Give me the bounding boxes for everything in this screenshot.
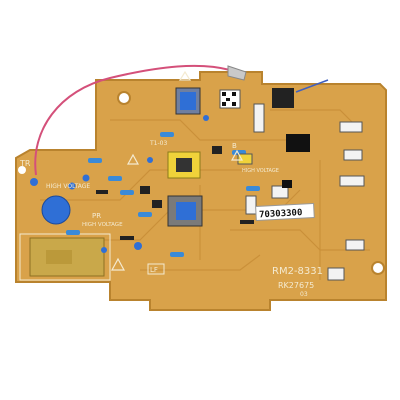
ceramic-capacitor: [101, 247, 107, 253]
ceramic-capacitor: [147, 157, 153, 163]
wire-lug: [227, 65, 247, 81]
black-connector: [282, 180, 292, 188]
transistor: [140, 186, 150, 194]
warning-triangles: [110, 70, 244, 271]
resistor: [160, 132, 174, 137]
label-high-voltage-2: HIGH VOLTAGE: [82, 222, 123, 228]
serial-sticker: 70303300: [255, 202, 315, 222]
ceramic-capacitor: [82, 174, 90, 182]
connector: [343, 149, 363, 161]
black-connector: [286, 134, 310, 152]
qr-cell: [222, 92, 226, 96]
revision-code: RK27675: [278, 281, 314, 290]
pcb-board: [15, 71, 387, 311]
blue-disc-capacitor: [41, 195, 71, 225]
transformer-top-core: [180, 92, 196, 110]
small-chip: [237, 153, 253, 165]
connector: [345, 239, 365, 251]
connector: [339, 121, 363, 133]
diode: [240, 220, 254, 224]
resistors: [66, 132, 260, 257]
label-tr: TR: [19, 159, 31, 168]
transistor: [152, 200, 162, 208]
label-high-voltage-1: HIGH VOLTAGE: [46, 183, 90, 190]
silk-frame: [19, 233, 111, 281]
resistor: [120, 190, 134, 195]
relay-black: [272, 88, 294, 108]
mounting-hole: [117, 91, 131, 105]
red-wire: [34, 64, 231, 176]
qr-cell: [226, 98, 230, 101]
revision-suffix: 03: [300, 291, 308, 298]
sticker-serial: 70303300: [259, 208, 303, 220]
semiconductors: [96, 146, 254, 240]
resistor: [66, 230, 80, 235]
ceramic-capacitor: [68, 182, 76, 190]
diode: [96, 190, 108, 194]
sticker-background: [255, 202, 315, 222]
part-number: RM2-8331: [272, 266, 323, 277]
lf-box: [147, 263, 165, 275]
ceramic-capacitor: [134, 242, 142, 250]
label-pr: PR: [92, 212, 101, 220]
connector: [339, 175, 365, 187]
solder-blob: [46, 250, 72, 264]
connector: [271, 185, 289, 199]
warning-triangle-icon: [230, 149, 244, 161]
connector: [327, 267, 345, 281]
resistor: [170, 252, 184, 257]
probe-wire: [295, 79, 329, 93]
transformer-bottom-core: [176, 202, 196, 220]
label-t103: T1-03: [149, 140, 167, 147]
resistor: [138, 212, 152, 217]
ceramic-capacitor: [203, 115, 209, 121]
diode: [120, 236, 134, 240]
qr-cell: [222, 102, 226, 106]
warning-triangle-icon: [178, 70, 192, 81]
qr-cell: [232, 92, 236, 96]
qr-cell: [232, 102, 236, 106]
ceramic-capacitor: [30, 178, 38, 186]
mounting-holes: [18, 91, 385, 275]
connectors: [245, 103, 365, 281]
transistor: [212, 146, 222, 154]
connector-black: [282, 134, 310, 188]
resistor: [108, 176, 122, 181]
warning-triangle-icon: [126, 153, 140, 165]
warning-triangle-icon: [110, 257, 126, 271]
label-b: B: [232, 142, 237, 150]
ceramic-capacitors: [30, 115, 209, 253]
qr-pattern: [222, 92, 236, 106]
label-lf: LF: [150, 266, 158, 274]
mounting-hole: [371, 261, 385, 275]
resistor: [88, 158, 102, 163]
mounting-hole: [18, 166, 26, 174]
label-high-voltage-top: HIGH VOLTAGE: [242, 168, 279, 174]
connector: [245, 195, 257, 215]
connector: [253, 103, 265, 133]
resistor: [246, 186, 260, 191]
transformer-yellow-core: [176, 158, 192, 172]
